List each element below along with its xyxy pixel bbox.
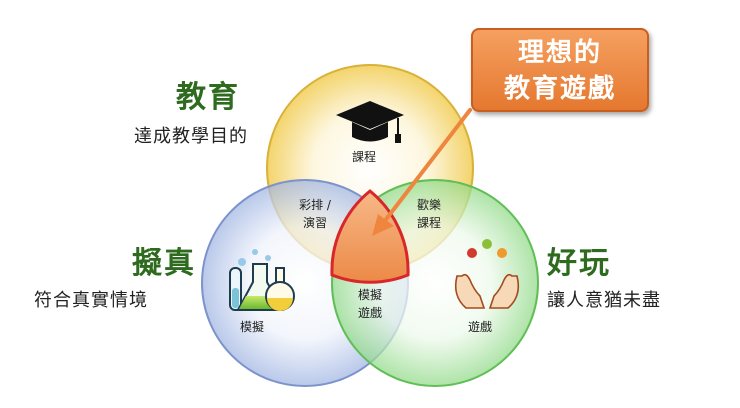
callout-line-2: 教育遊戲 [503,74,616,104]
overlap-education-fun-line-1: 歡樂 [416,198,441,212]
overlap-realism-fun-line-1: 模擬 [357,288,382,302]
overlap-education-realism-line-1: 彩排 / [299,198,331,212]
overlap-education-realism-line-2: 演習 [302,216,327,230]
education-title: 教育 [176,80,240,115]
lab-flasks-icon [229,249,295,311]
overlap-realism-fun-line-2: 遊戲 [357,306,382,320]
callout-line-1: 理想的 [517,38,602,68]
education-subtitle: 達成教學目的 [134,126,248,147]
fun-subtitle: 讓人意猶未盡 [547,290,661,311]
graduation-cap-icon [336,101,404,143]
realism-title: 擬真 [132,246,196,281]
juggling-hands-icon [454,239,520,309]
overlap-education-fun-line-2: 課程 [416,216,441,230]
ideal-educational-game-callout: 理想的 教育遊戲 [471,28,649,112]
arrow-icon [372,108,472,236]
realism-circle-label: 模擬 [240,320,265,334]
education-circle-label: 課程 [352,150,377,164]
overlap-education-fun: 歡樂 課程 [404,196,454,232]
fun-title: 好玩 [547,246,611,281]
overlap-education-realism: 彩排 / 演習 [290,196,340,232]
fun-circle-label: 遊戲 [468,320,493,334]
realism-subtitle: 符合真實情境 [34,290,148,311]
overlap-realism-fun: 模擬 遊戲 [345,286,395,322]
